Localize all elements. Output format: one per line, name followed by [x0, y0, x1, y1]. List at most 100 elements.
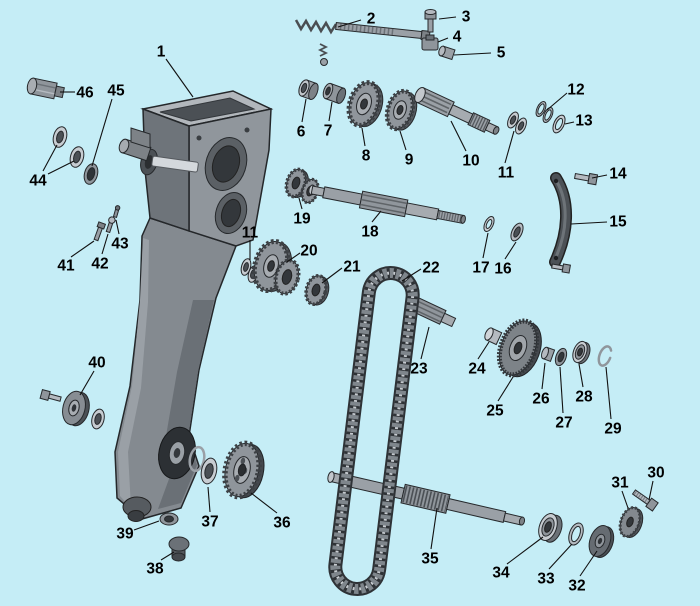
leader-line-30: [648, 480, 654, 501]
part-8-gear: [346, 80, 384, 128]
part-number-18: 18: [361, 224, 379, 241]
leader-line-31: [621, 490, 629, 509]
part-number-14: 14: [609, 166, 627, 183]
part-number-39: 39: [116, 526, 134, 543]
part-number-35: 35: [421, 551, 439, 568]
part-18-countershaft: [308, 184, 466, 224]
part-number-21: 21: [343, 259, 361, 276]
part-number-43: 43: [111, 236, 129, 253]
part-2-adjuster-rod-and-spring: [294, 18, 431, 66]
part-42-screw: [105, 216, 116, 234]
leader-line-32: [579, 550, 598, 577]
leader-line-44: [42, 144, 58, 172]
leader-line-21: [321, 267, 343, 284]
part-number-45: 45: [107, 83, 125, 100]
part-11-washer-pair-right: [507, 111, 527, 135]
part-number-40: 40: [88, 355, 105, 372]
part-number-7: 7: [324, 123, 333, 140]
idler-bolt: [39, 388, 62, 402]
part-43-pin: [112, 205, 121, 219]
leader-line-18: [371, 210, 382, 223]
part-6-needle-bearing: [298, 79, 319, 101]
part-28-bearing: [572, 340, 591, 365]
part-36-sprocket: [222, 440, 265, 500]
part-25-driven-gear: [496, 318, 542, 378]
part-34-bearing: [538, 513, 563, 543]
part-1-gearbox-housing: [114, 90, 274, 522]
part-44-washer-a: [52, 126, 68, 148]
part-number-11b: 11: [242, 225, 259, 242]
leader-line-6: [301, 98, 307, 123]
leader-line-14: [591, 174, 608, 179]
part-21-gear: [304, 273, 330, 307]
part-number-44: 44: [29, 173, 47, 190]
housing-lug: [130, 127, 151, 149]
part-tensioner-lower-bolt: [551, 263, 572, 274]
part-35-output-shaft: [327, 471, 526, 526]
part-number-19: 19: [293, 211, 311, 228]
part-number-38: 38: [146, 561, 164, 578]
leader-line-23: [420, 326, 430, 360]
leader-line-33: [548, 543, 573, 570]
housing-bearing-bore-lower: [214, 191, 248, 235]
part-24-spacer: [484, 327, 503, 346]
part-number-2: 2: [367, 11, 376, 28]
leader-line-1: [165, 58, 194, 98]
part-41-bolt: [93, 221, 107, 242]
leader-line-5: [453, 52, 492, 56]
part-29-circlip: [597, 345, 613, 367]
leader-line-43: [115, 219, 120, 235]
leader-line-27: [559, 366, 564, 414]
part-number-29: 29: [604, 421, 622, 438]
part-number-32: 32: [568, 578, 585, 595]
part-number-15: 15: [609, 214, 627, 231]
part-number-46: 46: [76, 85, 94, 102]
leader-line-10: [450, 120, 467, 152]
leader-line-12: [546, 92, 568, 111]
part-number-33: 33: [537, 571, 555, 588]
part-10-input-shaft: [414, 87, 500, 135]
part-number-22: 22: [422, 260, 439, 277]
part-17-washer: [483, 216, 495, 232]
part-3-bolt: [424, 9, 437, 33]
part-22-drive-chain: [328, 266, 420, 596]
leader-line-39: [133, 520, 160, 531]
detent-spring: [317, 43, 329, 57]
leader-line-25: [497, 376, 514, 402]
part-number-31: 31: [611, 475, 629, 492]
leader-line-42: [101, 233, 109, 255]
part-4-clevis-block: [421, 34, 439, 51]
part-number-5: 5: [497, 45, 506, 62]
part-number-12: 12: [567, 82, 584, 99]
part-number-6: 6: [297, 124, 306, 141]
part-31-sprocket-washer: [618, 506, 644, 538]
leader-line-16: [504, 241, 517, 260]
part-46-hex-plug: [26, 77, 65, 100]
part-32-cover-plate: [588, 525, 615, 558]
part-14-bolt: [573, 172, 599, 186]
housing-roller: [158, 426, 196, 480]
part-number-11a: 11: [498, 165, 515, 182]
leader-line-24: [477, 341, 490, 360]
part-number-24: 24: [468, 361, 486, 378]
leader-line-28: [578, 363, 584, 388]
leader-line-38: [160, 551, 175, 561]
part-27-splined-washer: [554, 347, 568, 367]
part-20-double-gear: [251, 238, 301, 296]
part-39-washer: [159, 512, 179, 526]
leader-line-8: [361, 127, 366, 147]
part-37-bearing-rings: [188, 445, 218, 485]
leader-line-29: [605, 366, 612, 420]
part-number-25: 25: [486, 403, 504, 420]
housing-bearing-bore-upper: [204, 137, 248, 191]
part-9-gear: [384, 88, 418, 132]
housing-foot-cap: [127, 510, 145, 522]
leader-line-9: [399, 130, 407, 151]
leader-line-41: [70, 240, 95, 258]
part-number-16: 16: [494, 261, 512, 278]
leader-line-19: [298, 197, 303, 210]
housing-insert-strip: [151, 155, 199, 173]
leader-line-20: [286, 252, 301, 263]
